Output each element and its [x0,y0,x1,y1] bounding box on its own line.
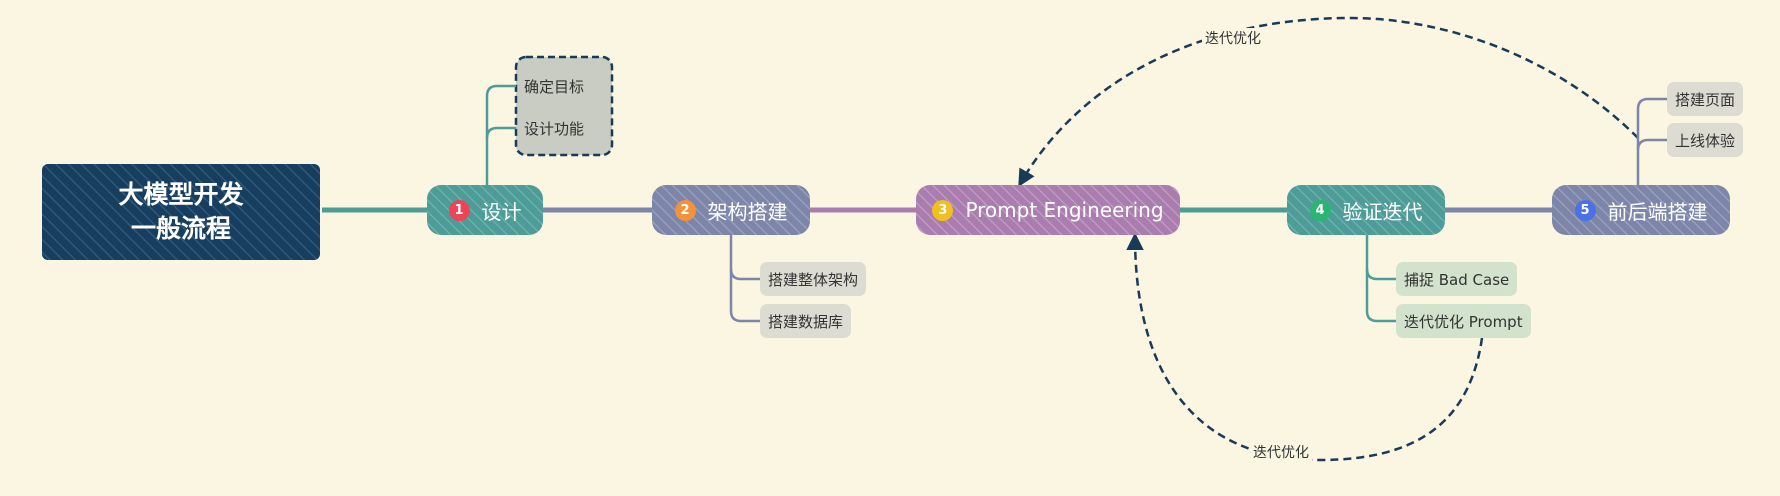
step-3-label: Prompt Engineering [965,198,1164,222]
step-2-subtopic-1[interactable]: 搭建整体架构 [760,262,867,296]
step-2-subtopic-2[interactable]: 搭建数据库 [760,304,852,338]
step-3-number-badge: 3 [932,199,954,221]
step-1-number-badge: 1 [448,199,470,221]
root-topic[interactable]: 大模型开发 一般流程 [38,160,324,264]
step-5-node[interactable]: 5 前后端搭建 [1552,185,1730,235]
root-hatch-background [42,164,320,260]
loop-arrow-top [1018,16,1639,188]
loop-label-top: 迭代优化 [1202,28,1264,48]
step-3-node[interactable]: 3 Prompt Engineering [916,185,1180,235]
boundary-box [514,55,614,157]
step-4-node[interactable]: 4 验证迭代 [1287,185,1445,235]
step-1-hatch [427,185,543,235]
step-2-branch-2 [729,310,760,323]
step-2-hatch [652,185,810,235]
step-2-node[interactable]: 2 架构搭建 [652,185,810,235]
step-1-branch-1 [485,84,516,97]
step-4-branch-1 [1365,268,1396,281]
step-4-subtopic-2[interactable]: 迭代优化 Prompt [1396,304,1531,338]
step-2-label: 架构搭建 [707,199,788,224]
step-5-branch-2 [1636,138,1667,151]
step-1-node[interactable]: 1 设计 [427,185,543,235]
loop-label-bottom: 迭代优化 [1250,442,1312,462]
step-1-branch-2 [485,126,516,139]
step-4-subtopic-1[interactable]: 捕捉 Bad Case [1396,262,1518,296]
root-title-line-2: 一般流程 [130,214,231,243]
step-1-subtopic-1[interactable]: 确定目标 [524,77,585,96]
step-2-branch-1 [729,268,760,281]
loop-arrow-bottom [1126,232,1484,462]
step-3-hatch [916,185,1180,235]
step-5-subtopic-1[interactable]: 搭建页面 [1667,82,1744,116]
step-5-label: 前后端搭建 [1607,199,1708,224]
step-5-subtopic-2[interactable]: 上线体验 [1667,123,1744,157]
step-1-label: 设计 [481,199,522,224]
step-4-number-badge: 4 [1309,199,1331,221]
step-5-number-badge: 5 [1574,199,1596,221]
root-title-line-1: 大模型开发 [118,180,244,209]
step-4-label: 验证迭代 [1342,199,1423,224]
step-4-hatch [1287,185,1445,235]
step-5-branch-1 [1636,97,1667,110]
step-5-hatch [1552,185,1730,235]
step-4-branch-2 [1365,310,1396,323]
step-2-number-badge: 2 [674,199,696,221]
step-1-subtopic-2[interactable]: 设计功能 [524,119,585,138]
